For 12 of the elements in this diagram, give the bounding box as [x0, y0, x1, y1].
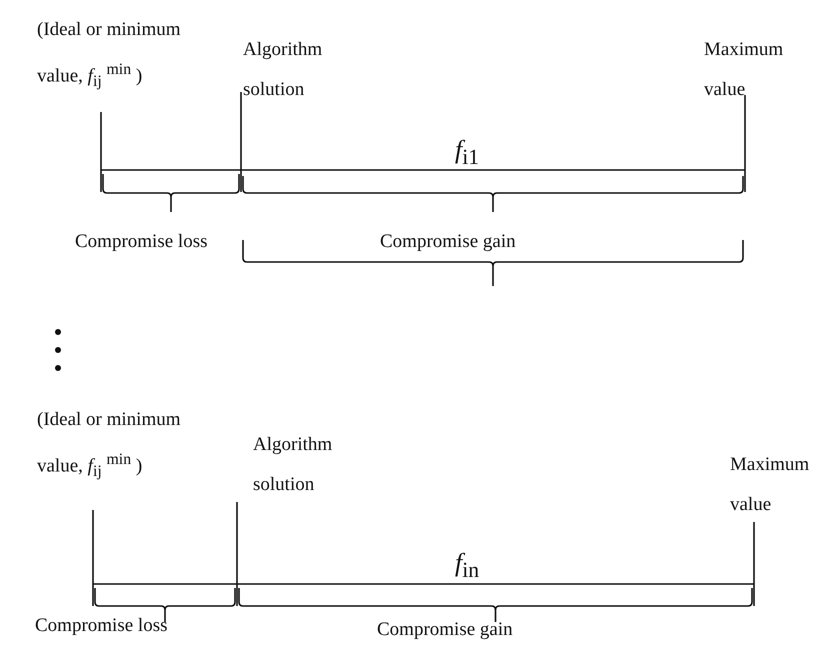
bracket-label: Compromise gain [377, 618, 514, 642]
bracket-label: Compromise gain [380, 230, 517, 254]
bracket-label: Compromise loss [35, 614, 168, 638]
objective-label: f$_{i1}$ [455, 135, 480, 172]
endpoint-label: Algorithm solution [243, 38, 324, 102]
endpoint-label: Algorithm solution [253, 433, 334, 497]
endpoint-label: Maximum value [704, 38, 784, 102]
bracket-label: Compromise loss [75, 230, 208, 254]
objective-label: f$_{in}$ [455, 548, 480, 584]
endpoint-label: Maximum value [730, 453, 810, 517]
endpoint-label: (Ideal or minimum value, f$_{ij}$ $^{min}$ ) [37, 18, 182, 92]
endpoint-label: (Ideal or minimum value, f$_{ij}$ $^{min}$ ) [37, 408, 182, 482]
